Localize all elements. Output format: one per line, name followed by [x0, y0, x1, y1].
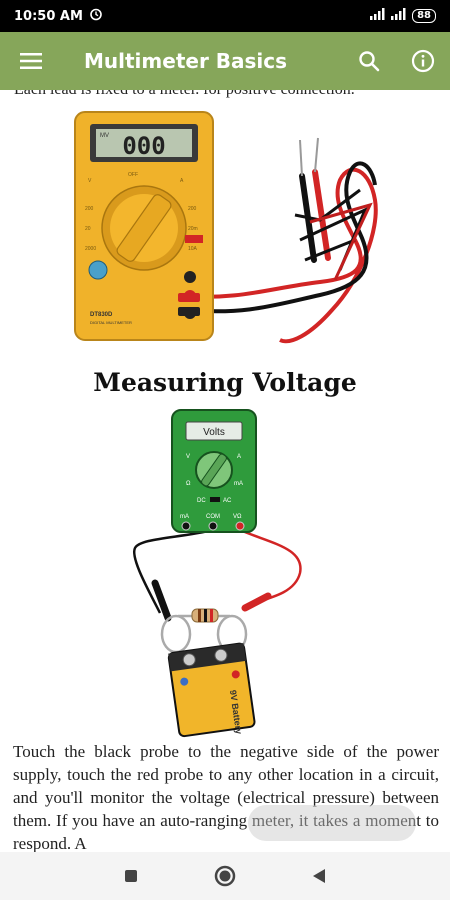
svg-text:20m: 20m [188, 226, 198, 232]
signal-icon-2 [391, 8, 407, 24]
voltmeter-label: Volts [203, 427, 225, 438]
svg-text:OFF: OFF [128, 172, 138, 178]
voltmeter-mode-dc: DC [197, 498, 206, 504]
cut-off-text-line: Each lead is fixed to a meter. for posit… [14, 90, 434, 99]
home-circle-icon[interactable] [213, 864, 237, 888]
floating-overlay-button[interactable] [248, 805, 416, 841]
back-triangle-icon[interactable] [307, 864, 331, 888]
voltmeter-scale-ohm: Ω [186, 481, 191, 487]
hamburger-menu-icon[interactable] [0, 32, 62, 90]
signal-icon [370, 8, 386, 24]
svg-text:10A: 10A [188, 246, 198, 252]
section-heading: Measuring Voltage [93, 368, 357, 397]
system-nav-bar [0, 852, 450, 900]
multimeter-top-label: MV [100, 133, 109, 139]
svg-text:2000: 2000 [85, 246, 96, 252]
app-bar: Multimeter Basics [0, 32, 450, 90]
info-icon[interactable] [396, 32, 450, 90]
alarm-icon [89, 7, 103, 25]
svg-text:V: V [88, 178, 92, 184]
svg-text:A: A [180, 178, 184, 184]
multimeter-model: DT830D [90, 312, 113, 318]
status-time: 10:50 AM [14, 8, 83, 24]
voltmeter-scale-a: A [237, 454, 241, 460]
port-com-label: COM [206, 514, 220, 520]
recent-apps-square-icon[interactable] [119, 864, 143, 888]
multimeter-display-value: 000 [122, 132, 165, 160]
search-icon[interactable] [342, 32, 396, 90]
voltmeter-scale-ma: mA [234, 481, 243, 487]
article-content: Each lead is fixed to a meter. for posit… [0, 90, 450, 852]
svg-text:20: 20 [85, 226, 91, 232]
port-vohm-label: VΩ [233, 514, 242, 520]
battery-icon: 88 [412, 9, 436, 23]
multimeter-subtitle: DIGITAL MULTIMETER [90, 320, 132, 325]
voltmeter-mode-ac: AC [223, 498, 232, 504]
svg-text:200: 200 [85, 206, 94, 212]
port-ma-label: mA [180, 514, 189, 520]
app-title: Multimeter Basics [84, 49, 288, 73]
voltmeter-circuit-illustration: 9V Battery Volts V A Ω mA DC AC mA COM V… [132, 409, 302, 738]
body-paragraph: Touch the black probe to the negative si… [13, 742, 439, 852]
voltmeter-scale-v: V [186, 454, 190, 460]
status-bar: 10:50 AM 88 [0, 0, 450, 32]
svg-text:200: 200 [188, 206, 197, 212]
